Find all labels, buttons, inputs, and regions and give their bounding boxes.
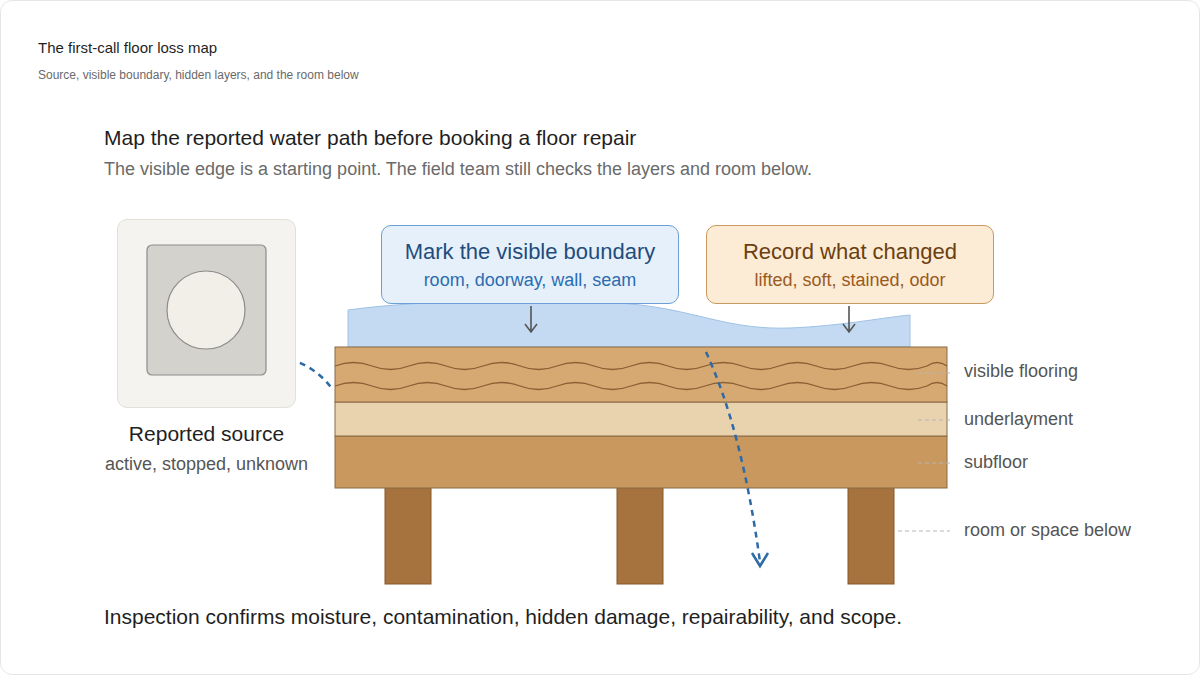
water-path — [706, 352, 760, 562]
flooring-layer — [335, 347, 947, 402]
layer-label: underlayment — [964, 409, 1073, 430]
joist — [617, 486, 663, 584]
leader-lines — [898, 373, 950, 531]
page-title: The first-call floor loss map — [38, 39, 217, 56]
joist — [385, 486, 431, 584]
callout-arrow — [843, 306, 855, 332]
source-card: Reported sourceactive, stopped, unknown — [117, 219, 296, 408]
callout-box: Record what changedlifted, soft, stained… — [706, 225, 994, 304]
water-area — [348, 300, 910, 347]
callout-arrow — [525, 306, 537, 332]
section-heading: Map the reported water path before booki… — [104, 126, 636, 150]
subfloor-layer — [335, 436, 947, 488]
water-arrowhead — [752, 553, 768, 566]
page-subtitle: Source, visible boundary, hidden layers,… — [38, 68, 359, 82]
node-detail: active, stopped, unknown — [105, 454, 308, 475]
wood-grain — [335, 383, 947, 390]
callout-detail: room, doorway, wall, seam — [424, 267, 637, 293]
wood-grain — [335, 363, 947, 370]
underlayment-layer — [335, 402, 947, 436]
callout-box: Mark the visible boundaryroom, doorway, … — [381, 225, 679, 304]
layer-label: visible flooring — [964, 361, 1078, 382]
layer-label: room or space below — [964, 520, 1131, 541]
bottom-caption: Inspection confirms moisture, contaminat… — [104, 605, 902, 629]
callout-title: Mark the visible boundary — [405, 237, 656, 267]
section-subheading: The visible edge is a starting point. Th… — [104, 159, 812, 180]
node-heading: Reported source — [129, 422, 284, 446]
joist — [848, 486, 894, 584]
callout-title: Record what changed — [743, 237, 957, 267]
layer-label: subfloor — [964, 452, 1028, 473]
callout-detail: lifted, soft, stained, odor — [754, 267, 945, 293]
